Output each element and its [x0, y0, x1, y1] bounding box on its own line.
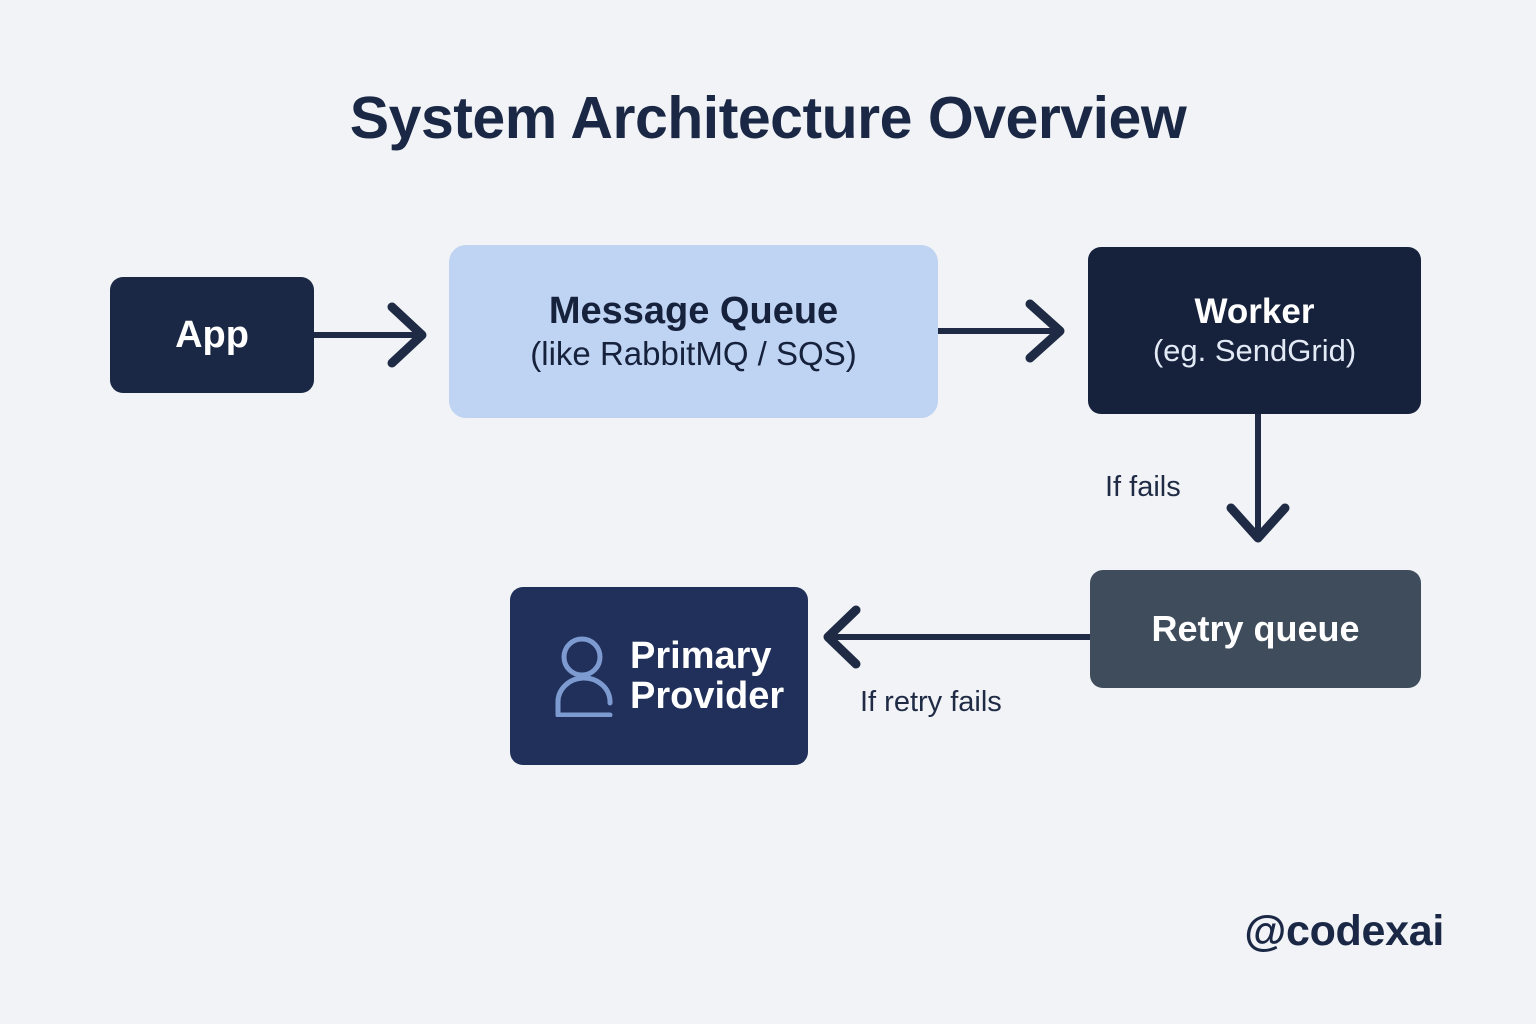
node-message-queue-title: Message Queue [548, 289, 839, 332]
node-message-queue[interactable]: Message Queue (like RabbitMQ / SQS) [449, 245, 938, 418]
user-icon [555, 636, 613, 717]
watermark: @codexai [1244, 907, 1444, 955]
node-worker[interactable]: Worker (eg. SendGrid) [1088, 247, 1421, 414]
node-primary-provider[interactable]: Primary Provider [510, 587, 808, 765]
node-worker-title: Worker [1194, 292, 1315, 332]
node-app-label: App [175, 313, 249, 356]
node-primary-provider-line2: Provider [630, 675, 785, 717]
arrow-app-to-queue [311, 302, 427, 368]
arrow-queue-to-worker [935, 299, 1065, 363]
node-primary-provider-label: Primary Provider [630, 634, 785, 717]
node-retry-queue[interactable]: Retry queue [1090, 570, 1421, 688]
node-worker-subtitle: (eg. SendGrid) [1152, 333, 1357, 369]
node-app[interactable]: App [110, 277, 314, 393]
node-primary-provider-line1: Primary [630, 634, 772, 677]
edge-label-if-retry-fails: If retry fails [860, 686, 1002, 718]
edge-label-if-fails: If fails [1105, 471, 1181, 503]
node-retry-queue-label: Retry queue [1151, 607, 1360, 649]
page-title: System Architecture Overview [349, 85, 1187, 151]
arrow-retry-to-provider [823, 605, 1093, 669]
node-message-queue-subtitle: (like RabbitMQ / SQS) [530, 335, 857, 373]
arrow-worker-to-retry [1226, 411, 1290, 543]
